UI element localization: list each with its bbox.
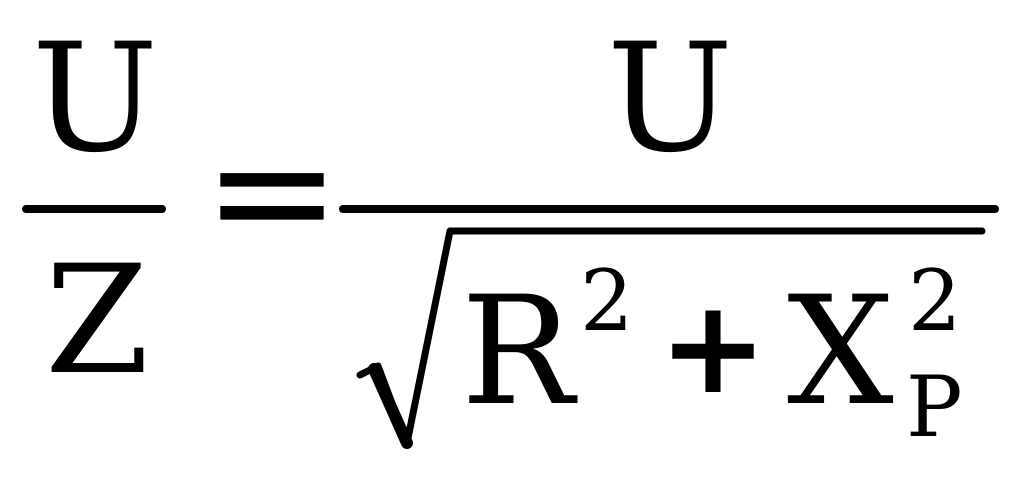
- right-fraction: U R 2 + X 2 P: [339, 12, 999, 456]
- right-numerator: U: [607, 12, 733, 186]
- left-fraction: U Z: [22, 12, 166, 408]
- radicand-term-x-subscript: P: [906, 358, 963, 456]
- radicand-term-r: R: [461, 265, 578, 439]
- equals-sign: =: [203, 95, 341, 287]
- left-denominator: Z: [45, 234, 149, 408]
- radicand-plus-operator: +: [659, 271, 768, 423]
- radicand-term-x: X: [787, 265, 894, 439]
- square-root-sign: [356, 227, 986, 449]
- radicand-term-x-exponent: 2: [908, 252, 961, 350]
- radicand: R 2 + X 2 P: [461, 252, 963, 456]
- left-numerator: U: [32, 12, 158, 186]
- radicand-term-r-exponent: 2: [580, 252, 633, 350]
